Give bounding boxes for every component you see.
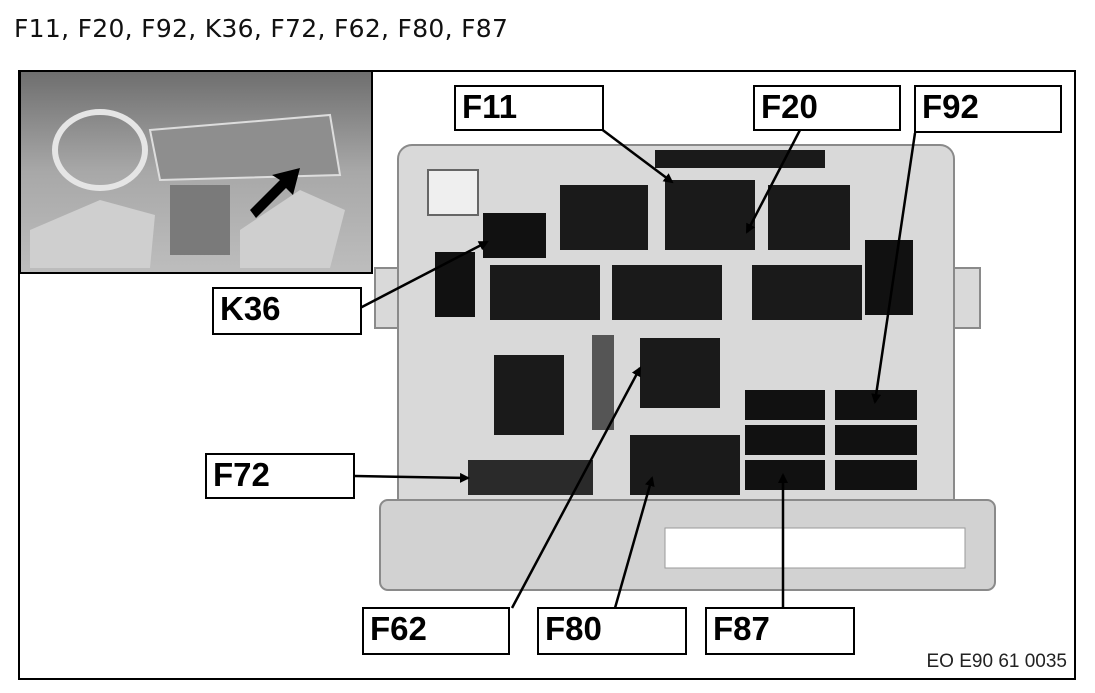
car-interior-inset	[19, 70, 373, 274]
f72-leader	[354, 472, 470, 483]
callout-f92: F92	[914, 85, 1062, 133]
callout-f87: F87	[705, 607, 855, 655]
location-arrow-icon	[250, 168, 300, 218]
center-console-icon	[170, 185, 230, 255]
callout-f80: F80	[537, 607, 687, 655]
f72-fuse-row	[468, 460, 593, 495]
steering-wheel-icon	[52, 109, 148, 191]
callout-f62: F62	[362, 607, 510, 655]
f20-leader	[745, 129, 802, 234]
f80-fuse-block	[630, 435, 740, 495]
f80-leader	[613, 476, 655, 609]
k36-leader	[359, 240, 489, 310]
leader-lines	[354, 127, 917, 609]
callout-f20: F20	[753, 85, 901, 131]
left-relay	[435, 252, 475, 317]
reference-code: EO E90 61 0035	[926, 651, 1068, 672]
k36-relay	[483, 213, 546, 258]
driver-seat-icon	[30, 200, 155, 268]
top-connector	[427, 169, 479, 216]
middle-fuse-rows	[490, 240, 913, 320]
left-fuse-stack	[494, 355, 564, 435]
f62-leader	[510, 366, 642, 609]
dashboard-icon	[148, 113, 342, 182]
fuse-strip	[592, 335, 614, 430]
f11-leader	[599, 127, 674, 184]
page-title: F11, F20, F92, K36, F72, F62, F80, F87	[14, 14, 509, 43]
callout-f72: F72	[205, 453, 355, 499]
f62-fuse-block	[640, 338, 720, 408]
f92-relay-block	[835, 390, 917, 490]
f92-leader	[871, 132, 917, 404]
callout-k36: K36	[212, 287, 362, 335]
passenger-seat-icon	[240, 190, 345, 268]
f87-relay-block	[745, 390, 825, 490]
label-plate	[664, 527, 966, 569]
callout-f11: F11	[454, 85, 604, 131]
